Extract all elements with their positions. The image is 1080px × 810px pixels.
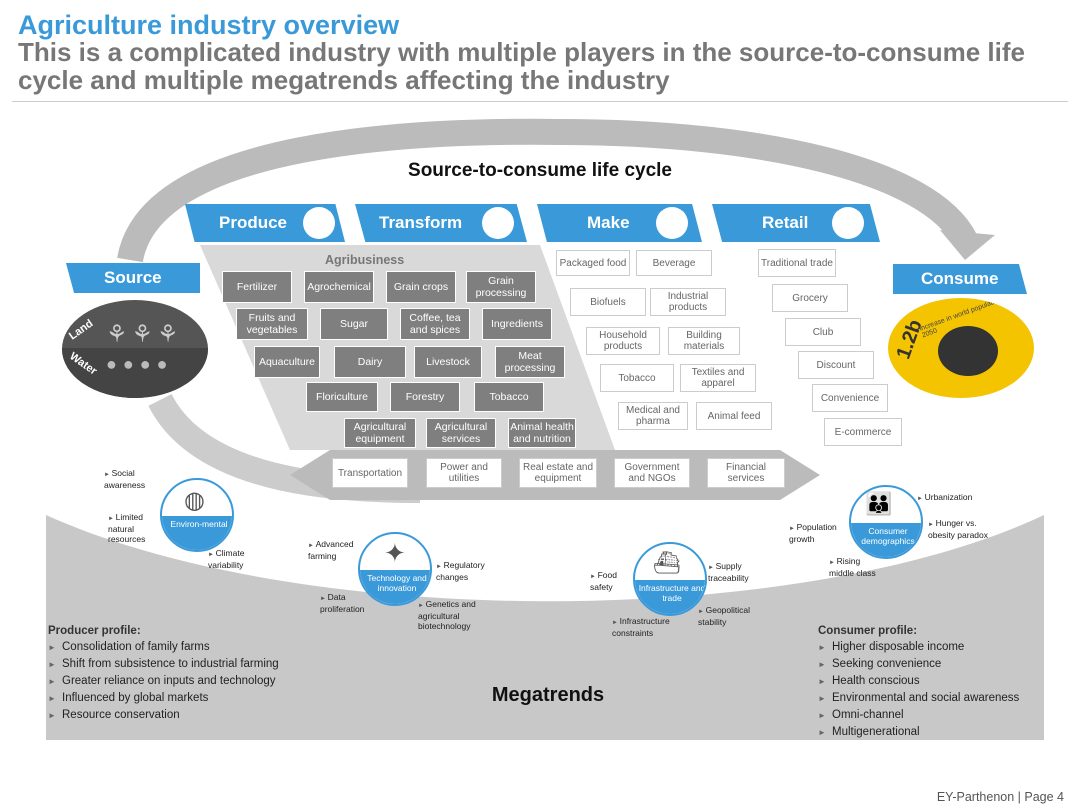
support-service: Government and NGOs [614, 458, 690, 488]
agribusiness-item: Livestock [414, 346, 482, 378]
globe-icon [938, 326, 998, 376]
producer-profile-item: Resource conservation [48, 707, 368, 724]
source-oval: Land Water ⚘⚘⚘ ●●●● [62, 300, 208, 398]
consumer-profile-title: Consumer profile: [818, 625, 918, 637]
trend-population: Population growth [789, 522, 847, 544]
trend-food-safety: Food safety [590, 570, 634, 592]
agribusiness-item: Dairy [334, 346, 406, 378]
infrastructure-label: Infrastructure and trade [635, 580, 705, 614]
support-service: Transportation [332, 458, 408, 488]
agribusiness-item: Agricultural services [426, 418, 496, 448]
retail-item: Discount [798, 351, 874, 379]
footer: EY-Parthenon | Page 4 [936, 790, 1064, 804]
trend-infrastructure: Infrastructure constraints [612, 616, 684, 638]
producer-profile-item: Greater reliance on inputs and technolog… [48, 673, 368, 690]
trend-limited-resources: Limited natural resources [108, 512, 164, 544]
megatrends-title: Megatrends [491, 684, 605, 706]
infrastructure-circle: ⛴ Infrastructure and trade [633, 542, 707, 616]
crop-icon: ⚘⚘⚘ [106, 321, 183, 348]
consumer-profile-item: Higher disposable income [818, 639, 1044, 656]
globe-icon: ◍ [184, 487, 205, 514]
agribusiness-item: Meat processing [495, 346, 565, 378]
consumer-profile-item: Seeking convenience [818, 656, 1044, 673]
agribusiness-title: Agribusiness [325, 253, 405, 267]
support-service: Financial services [707, 458, 785, 488]
agribusiness-item: Forestry [390, 382, 460, 412]
consumer-circle: 👪 Consumer demographics [849, 485, 923, 559]
agribusiness-item: Coffee, tea and spices [400, 308, 470, 340]
consumer-profile-item: Omni-channel [818, 707, 1044, 724]
trend-urbanization: Urbanization [917, 492, 987, 504]
consumer-profile-item: Multigenerational [818, 724, 1044, 741]
retail-item: Convenience [812, 384, 888, 412]
agribusiness-item: Sugar [320, 308, 388, 340]
consumer-label: Consumer demographics [851, 523, 921, 557]
make-item: Packaged food [556, 250, 630, 276]
agribusiness-item: Animal health and nutrition [508, 418, 576, 448]
support-service: Power and utilities [426, 458, 502, 488]
environmental-label: Environ-mental [162, 516, 232, 550]
make-item: Textiles and apparel [680, 364, 756, 392]
page-subtitle: This is a complicated industry with mult… [18, 37, 1025, 95]
agribusiness-item: Agricultural equipment [344, 418, 416, 448]
make-item: Animal feed [696, 402, 772, 430]
trend-hunger: Hunger vs. obesity paradox [928, 518, 990, 540]
producer-profile-title: Producer profile: [48, 625, 141, 637]
trend-social-awareness: Social awareness [104, 468, 164, 490]
make-item: Household products [586, 327, 660, 355]
make-item: Medical and pharma [618, 402, 688, 430]
agribusiness-item: Grain processing [466, 271, 536, 303]
producer-profile-item: Consolidation of family farms [48, 639, 368, 656]
producer-profile: Producer profile: Consolidation of famil… [48, 623, 368, 724]
agribusiness-item: Floriculture [306, 382, 378, 412]
shopping-bag-icon [832, 207, 864, 239]
retail-item: Grocery [772, 284, 848, 312]
trend-climate: Climate variability [208, 548, 268, 570]
make-item: Tobacco [600, 364, 674, 392]
agribusiness-item: Agrochemical [304, 271, 374, 303]
people-icon: 👪 [865, 491, 892, 516]
factory-icon [482, 207, 514, 239]
retail-item: Club [785, 318, 861, 346]
consumer-profile: Consumer profile: Higher disposable inco… [818, 623, 1044, 741]
trend-regulatory: Regulatory changes [436, 560, 496, 582]
ship-icon: ⛴ [653, 550, 681, 575]
make-item: Beverage [636, 250, 712, 276]
agribusiness-item: Ingredients [482, 308, 552, 340]
make-item: Building materials [668, 327, 740, 355]
machine-icon [656, 207, 688, 239]
trend-advanced-farming: Advanced farming [308, 539, 363, 561]
page-title: Agriculture industry overview [18, 10, 400, 40]
make-item: Industrial products [650, 288, 726, 316]
producer-profile-item: Influenced by global markets [48, 690, 368, 707]
support-service: Real estate and equipment [519, 458, 597, 488]
lightbulb-icon: ✦ [384, 538, 406, 568]
make-item: Biofuels [570, 288, 646, 316]
consume-oval: 1.2b increase in world population by 205… [888, 298, 1034, 398]
cycle-title: Source-to-consume life cycle [408, 160, 672, 181]
trend-geopolitical: Geopolitical stability [698, 605, 758, 627]
agribusiness-item: Fruits and vegetables [236, 308, 308, 340]
agribusiness-item: Tobacco [474, 382, 544, 412]
retail-item: Traditional trade [758, 249, 836, 277]
agribusiness-item: Aquaculture [254, 346, 320, 378]
consumer-profile-item: Health conscious [818, 673, 1044, 690]
agribusiness-item: Fertilizer [222, 271, 292, 303]
plant-icon [303, 207, 335, 239]
trend-middle-class: Rising middle class [829, 556, 879, 578]
stage-source: Source [66, 263, 200, 293]
consumer-profile-item: Environmental and social awareness [818, 690, 1044, 707]
producer-profile-item: Shift from subsistence to industrial far… [48, 656, 368, 673]
header-divider [12, 101, 1068, 102]
trend-supply: Supply traceability [708, 561, 768, 583]
retail-item: E-commerce [824, 418, 902, 446]
stage-consume: Consume [893, 264, 1027, 294]
environmental-circle: ◍ Environ-mental [160, 478, 234, 552]
agribusiness-item: Grain crops [386, 271, 456, 303]
drop-icon: ●●●● [106, 354, 174, 374]
trend-genetics: Genetics and agricultural biotechnology [418, 599, 490, 631]
trend-data: Data proliferation [320, 592, 380, 614]
